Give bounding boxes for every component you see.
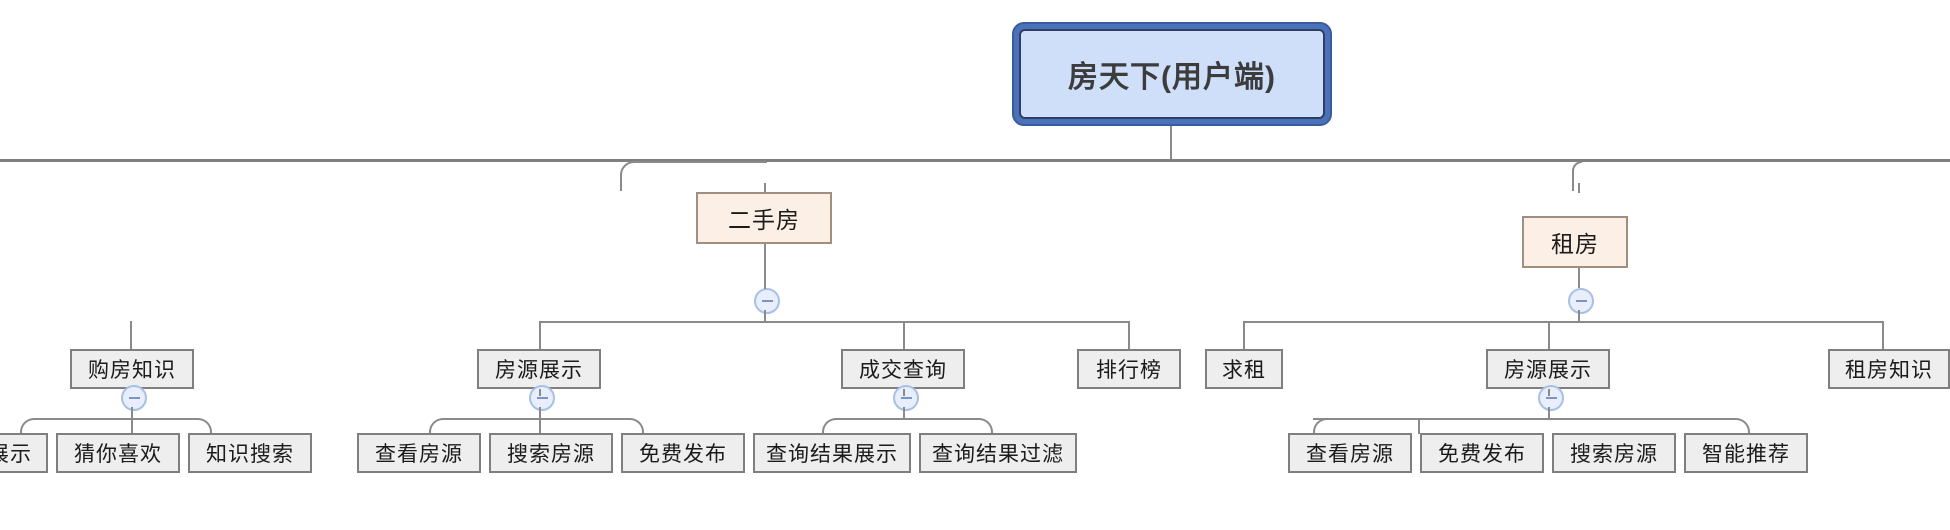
connector-zufang-down2 [1578, 310, 1580, 322]
node-sousuofangyuan-zufang[interactable]: 搜索房源 [1552, 433, 1676, 473]
node-paihangbang[interactable]: 排行榜 [1077, 349, 1181, 389]
node-mianfeifabu-zufang-label: 免费发布 [1438, 443, 1526, 466]
node-chaxunjieguoguolv[interactable]: 查询结果过滤 [919, 433, 1077, 473]
connector-fyzs2-down [1548, 389, 1550, 396]
connector-elbow-zhanshi [20, 418, 133, 436]
connector-fyzs2-down2 [1548, 407, 1550, 419]
connector-cjcx-down2 [903, 407, 905, 419]
collapse-minus-icon-fangyuanzhanshi2[interactable] [1538, 385, 1564, 411]
node-zufangzhishi[interactable]: 租房知识 [1828, 349, 1950, 389]
connector-stem-fangyuanzhanshi1 [539, 321, 541, 349]
minus-glyph [1575, 300, 1587, 302]
node-cainixihuan-label: 猜你喜欢 [74, 443, 162, 466]
node-mianfeifabu-ershoufang[interactable]: 免费发布 [621, 433, 745, 473]
connector-root-stem [1170, 126, 1172, 160]
connector-zufang-down [1578, 268, 1580, 288]
node-chakanfangyuan-ershoufang-label: 查看房源 [375, 443, 463, 466]
node-mianfeifabu-zufang[interactable]: 免费发布 [1420, 433, 1544, 473]
collapse-minus-icon-goufangzhishi[interactable] [121, 385, 147, 411]
connector-stem-cainixihuan [131, 418, 133, 434]
node-sousuofangyuan-ershoufang[interactable]: 搜索房源 [489, 433, 613, 473]
node-goufangzhishi[interactable]: 购房知识 [70, 349, 194, 389]
node-fangyuanzhanshi-ershoufang-label: 房源展示 [495, 359, 583, 382]
node-chakanfangyuan-ershoufang[interactable]: 查看房源 [357, 433, 481, 473]
connector-elbow-zhishisousuo [131, 418, 212, 436]
node-cainixihuan[interactable]: 猜你喜欢 [56, 433, 180, 473]
node-zufang[interactable]: 租房 [1522, 216, 1628, 268]
connector-fyzs1-down2 [539, 407, 541, 419]
connector-elbow-ershoufang [620, 161, 767, 191]
connector-elbow-chaxunjieguoguolv [903, 418, 993, 436]
connector-goufangzhishi-down2 [131, 407, 133, 419]
collapse-minus-icon-chengjiaochaxun[interactable] [893, 385, 919, 411]
connector-stem-mianfeifabu2 [1418, 418, 1420, 434]
node-zhanshi-label: 展示 [0, 443, 32, 466]
connector-elbow-chakanfangyuan2 [1313, 418, 1329, 436]
node-chakanfangyuan-zufang-label: 查看房源 [1306, 443, 1394, 466]
minus-glyph [1545, 397, 1557, 399]
collapse-minus-icon-ershoufang[interactable] [754, 288, 780, 314]
node-ershoufang[interactable]: 二手房 [696, 192, 832, 244]
node-chengjiaochaxun-label: 成交查询 [859, 359, 947, 382]
connector-stem-qiuzu [1243, 321, 1245, 349]
connector-stem-paihangbang [1128, 321, 1130, 349]
node-chengjiaochaxun[interactable]: 成交查询 [841, 349, 965, 389]
connector-stem-chengjiaochaxun [903, 321, 905, 349]
connector-bus-ershoufang-children [540, 321, 1130, 323]
connector-bus-zufang-children [1243, 321, 1883, 323]
node-zufang-label: 租房 [1551, 231, 1599, 257]
node-paihangbang-label: 排行榜 [1096, 359, 1162, 382]
node-zufangzhishi-label: 租房知识 [1845, 359, 1933, 382]
minus-glyph [128, 397, 140, 399]
connector-main-bus [0, 159, 1950, 162]
node-zhishisousuo[interactable]: 知识搜索 [188, 433, 312, 473]
node-fangyuanzhanshi-zufang[interactable]: 房源展示 [1486, 349, 1610, 389]
node-zhanshi[interactable]: 展示 [0, 433, 48, 473]
node-goufangzhishi-label: 购房知识 [88, 359, 176, 382]
node-qiuzu[interactable]: 求租 [1205, 349, 1283, 389]
node-zhishisousuo-label: 知识搜索 [206, 443, 294, 466]
node-mianfeifabu-ershoufang-label: 免费发布 [639, 443, 727, 466]
connector-ershoufang-stem [764, 183, 766, 193]
node-fangyuanzhanshi-ershoufang[interactable]: 房源展示 [477, 349, 601, 389]
node-sousuofangyuan-zufang-label: 搜索房源 [1570, 443, 1658, 466]
connector-elbow-zufang [1572, 161, 1582, 191]
connector-cjcx-down [903, 389, 905, 396]
connector-stem-zufangzhishi [1882, 321, 1884, 349]
connector-elbow-chaxunjieguozhanshi [822, 418, 905, 436]
root-node[interactable]: 房天下(用户端) [1012, 22, 1332, 126]
minus-glyph [761, 300, 773, 302]
minus-glyph [900, 397, 912, 399]
connector-stem-sousuofangyuan1 [539, 418, 541, 434]
connector-zufang-stem [1578, 183, 1580, 193]
collapse-minus-icon-fangyuanzhanshi1[interactable] [529, 385, 555, 411]
connector-ershoufang-down [764, 244, 766, 261]
node-zhinengtuijian-label: 智能推荐 [1702, 443, 1790, 466]
node-qiuzu-label: 求租 [1222, 359, 1266, 382]
connector-elbow-chakanfangyuan1 [429, 418, 541, 436]
node-chaxunjieguozhanshi[interactable]: 查询结果展示 [753, 433, 911, 473]
connector-elbow-zhinengtuijian [1548, 418, 1750, 436]
node-chaxunjieguoguolv-label: 查询结果过滤 [932, 443, 1064, 466]
node-ershoufang-label: 二手房 [728, 207, 800, 233]
connector-stem-goufangzhishi [130, 321, 132, 349]
minus-glyph [536, 397, 548, 399]
node-fangyuanzhanshi-zufang-label: 房源展示 [1504, 359, 1592, 382]
connector-ershoufang-down2 [764, 261, 766, 289]
node-chakanfangyuan-zufang[interactable]: 查看房源 [1288, 433, 1412, 473]
collapse-minus-icon-zufang[interactable] [1568, 288, 1594, 314]
node-sousuofangyuan-ershoufang-label: 搜索房源 [507, 443, 595, 466]
connector-elbow-mianfeifabu1 [539, 418, 644, 436]
connector-ershoufang-down3 [764, 310, 766, 322]
connector-bus-fyzs2-children [1313, 418, 1548, 420]
connector-stem-fangyuanzhanshi2 [1548, 321, 1550, 349]
connector-fyzs1-down [539, 389, 541, 396]
root-node-label: 房天下(用户端) [1019, 29, 1325, 119]
node-zhinengtuijian[interactable]: 智能推荐 [1684, 433, 1808, 473]
node-chaxunjieguozhanshi-label: 查询结果展示 [766, 443, 898, 466]
